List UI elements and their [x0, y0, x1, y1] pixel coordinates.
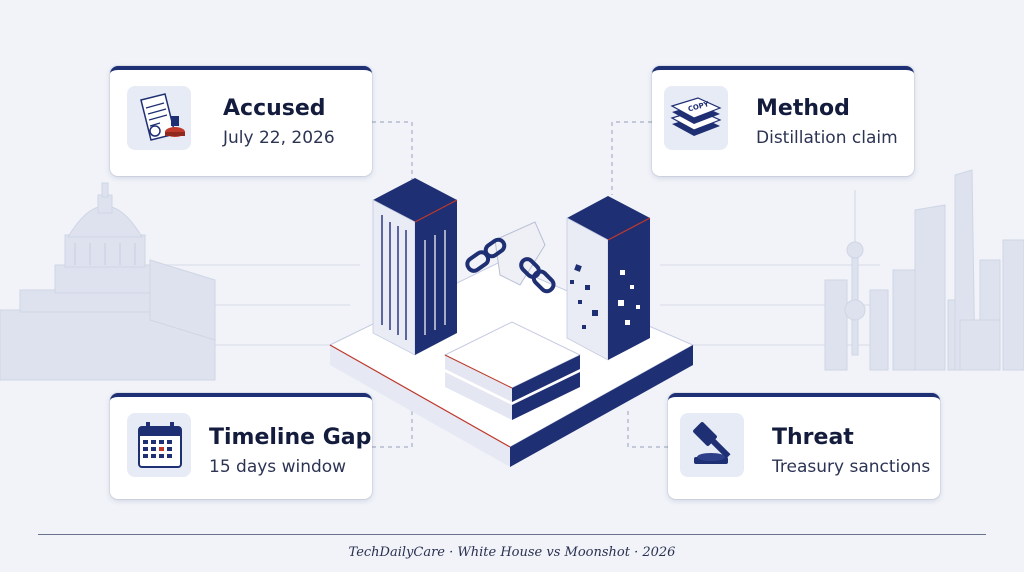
card-title: Timeline Gap [209, 425, 372, 450]
connector-lines [372, 121, 668, 448]
copy-stack-icon: COPY [664, 86, 728, 150]
card-title: Threat [772, 425, 854, 450]
broken-chain-icon [465, 221, 556, 294]
card-title: Accused [223, 96, 326, 121]
method-card: COPY Method Distillation claim [652, 66, 914, 176]
gavel-icon [680, 413, 744, 477]
accused-card: Accused July 22, 2026 [110, 66, 372, 176]
right-tower [566, 196, 651, 361]
left-tower [372, 178, 458, 356]
card-subtitle: Treasury sanctions [772, 457, 931, 477]
timeline-gap-card: Timeline Gap 15 days window [110, 393, 372, 499]
card-subtitle: Distillation claim [756, 128, 898, 148]
calendar-icon [127, 413, 191, 477]
threat-card: Threat Treasury sanctions [668, 393, 940, 499]
card-subtitle: July 22, 2026 [223, 128, 335, 148]
card-subtitle: 15 days window [209, 457, 347, 477]
card-title: Method [756, 96, 850, 121]
footer-divider [38, 534, 986, 535]
document-seal-icon [127, 86, 191, 150]
city-skyline-icon [824, 169, 1024, 371]
footer-caption: TechDailyCare · White House vs Moonshot … [348, 545, 676, 560]
center-slab [443, 321, 582, 420]
capitol-building-icon [0, 182, 216, 381]
